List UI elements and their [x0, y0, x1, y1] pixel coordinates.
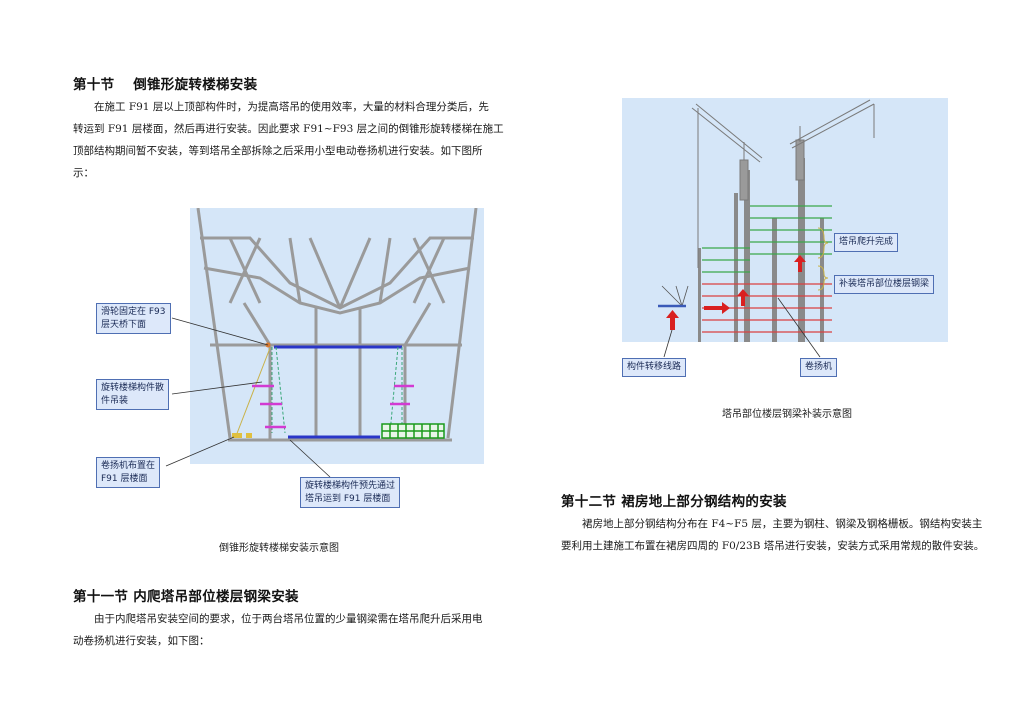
section-10-paragraph: 在施工 F91 层以上顶部构件时，为提高塔吊的使用效率，大量的材料合理分类后，先…	[73, 96, 504, 184]
callout-winch-f91: 卷扬机布置在 F91 层楼面	[96, 457, 161, 488]
section-11-title: 第十一节 内爬塔吊部位楼层钢梁安装	[73, 589, 299, 605]
section-11-paragraph: 由于内爬塔吊安装空间的要求，位于两台塔吊位置的少量钢梁需在塔吊爬升后采用电 动卷…	[73, 608, 485, 652]
callout-crane-climb-done: 塔吊爬升完成	[834, 233, 899, 252]
callout-supplement-beams: 补装塔吊部位楼层钢梁	[834, 275, 935, 294]
figure-2-caption: 塔吊部位楼层钢梁补装示意图	[722, 409, 852, 420]
callout-text: 卷扬机布置在	[101, 461, 156, 471]
callout-pulley: 滑轮固定在 F93 层天桥下面	[96, 303, 171, 334]
callout-text: 旋转楼梯构件散	[101, 383, 165, 393]
callout-text: F91 层楼面	[101, 473, 148, 484]
callout-transfer-route: 构件转移线路	[622, 358, 687, 377]
paragraph-line: 转运到 F91 层楼面，然后再进行安装。因此要求 F91~F93 层之间的倒锥形…	[73, 123, 504, 135]
callout-text: 塔吊运到 F91 层楼面	[305, 493, 391, 504]
callout-text: 层天桥下面	[101, 319, 147, 330]
stair-diagram	[190, 207, 484, 464]
section-12-title: 第十二节 裙房地上部分钢结构的安装	[561, 494, 787, 510]
callout-stair-parts: 旋转楼梯构件散 件吊装	[96, 379, 170, 410]
stair-installation-figure	[190, 207, 484, 464]
paragraph-line: 由于内爬塔吊安装空间的要求，位于两台塔吊位置的少量钢梁需在塔吊爬升后采用电	[94, 613, 483, 625]
callout-text: 旋转楼梯构件预先通过	[305, 481, 396, 491]
crane-diagram	[622, 98, 948, 342]
figure-1-caption: 倒锥形旋转楼梯安装示意图	[219, 543, 339, 554]
section-12-paragraph: 裙房地上部分钢结构分布在 F4~F5 层，主要为钢柱、钢梁及钢格栅板。钢结构安装…	[561, 513, 985, 557]
paragraph-line: 动卷扬机进行安装，如下图：	[73, 635, 210, 647]
callout-winch: 卷扬机	[800, 358, 838, 377]
paragraph-line: 要利用土建施工布置在裙房四周的 F0/23B 塔吊进行安装，安装方式采用常规的散…	[561, 540, 985, 552]
section-10-title: 第十节 倒锥形旋转楼梯安装	[73, 77, 258, 93]
callout-pretransport: 旋转楼梯构件预先通过 塔吊运到 F91 层楼面	[300, 477, 401, 508]
tower-crane-figure	[622, 98, 948, 342]
callout-text: 滑轮固定在 F93	[101, 307, 166, 317]
paragraph-line: 裙房地上部分钢结构分布在 F4~F5 层，主要为钢柱、钢梁及钢格栅板。钢结构安装…	[582, 518, 983, 530]
callout-text: 件吊装	[101, 395, 129, 406]
paragraph-line: 示：	[73, 167, 94, 179]
paragraph-line: 顶部结构期间暂不安装，等到塔吊全部拆除之后采用小型电动卷扬机进行安装。如下图所	[73, 145, 483, 157]
paragraph-line: 在施工 F91 层以上顶部构件时，为提高塔吊的使用效率，大量的材料合理分类后，先	[94, 101, 489, 113]
